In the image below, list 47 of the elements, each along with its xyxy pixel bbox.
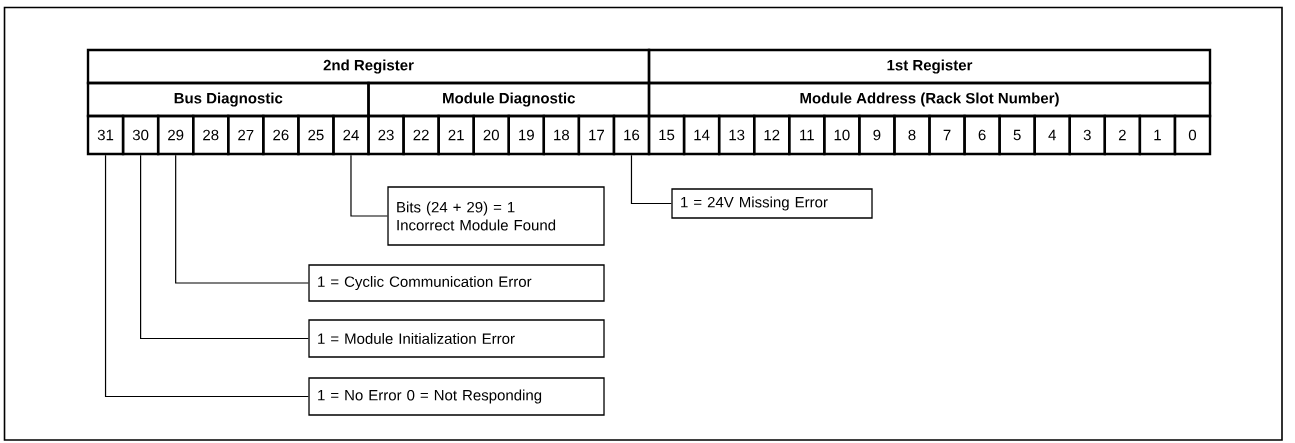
table-cell: 15 [647,114,686,156]
table-cell: 14 [682,114,721,156]
table-header-cell: Bus Diagnostic [86,81,370,118]
table-cell: 10 [823,114,861,156]
table-cell: 22 [402,114,440,156]
table-cell: 11 [788,114,826,156]
table-cell: 7 [928,114,966,156]
table-cell: 8 [893,114,931,156]
table-cell: 4 [1033,114,1071,156]
table-cell: 24 [332,114,370,156]
table-cell: 23 [367,114,405,156]
leader-line [104,154,309,398]
table-cell: 6 [963,114,1001,156]
table-cell: 25 [297,114,335,156]
table-cell: 3 [1068,114,1106,156]
leader-line [175,154,309,284]
table-cell: 1 [1138,114,1177,156]
table-header-cell: 2nd Register [86,48,651,85]
table-cell: 12 [753,114,791,156]
table-cell: 20 [472,114,510,156]
description-box: 1 = Module Initialization Error [308,319,605,358]
table-cell: 0 [1173,114,1212,156]
leader-line [630,154,672,205]
table-cell: 13 [717,114,756,156]
table-cell: 18 [542,114,581,156]
table-cell: 21 [437,114,475,156]
table-header-cell: 1st Register [647,48,1212,85]
table-header-cell: Module Address (Rack Slot Number) [647,81,1212,118]
description-box: 1 = Cyclic Communication Error [308,264,605,302]
table-cell: 29 [156,114,195,156]
table-cell: 19 [507,114,546,156]
table-cell: 17 [577,114,616,156]
description-box: 1 = 24V Missing Error [671,188,873,219]
description-box: 1 = No Error 0 = Not Responding [308,377,605,416]
table-cell: 9 [858,114,896,156]
table-cell: 2 [1103,114,1142,156]
description-box: Bits (24 + 29) = 1 Incorrect Module Found [387,186,605,246]
table-header-cell: Module Diagnostic [367,81,651,118]
table-cell: 28 [192,114,230,156]
table-cell: 31 [86,114,125,156]
leader-line [140,154,309,340]
table-cell: 16 [612,114,651,156]
leader-line [350,154,388,217]
table-cell: 5 [998,114,1036,156]
table-cell: 26 [262,114,300,156]
table-cell: 30 [121,114,160,156]
table-cell: 27 [227,114,265,156]
